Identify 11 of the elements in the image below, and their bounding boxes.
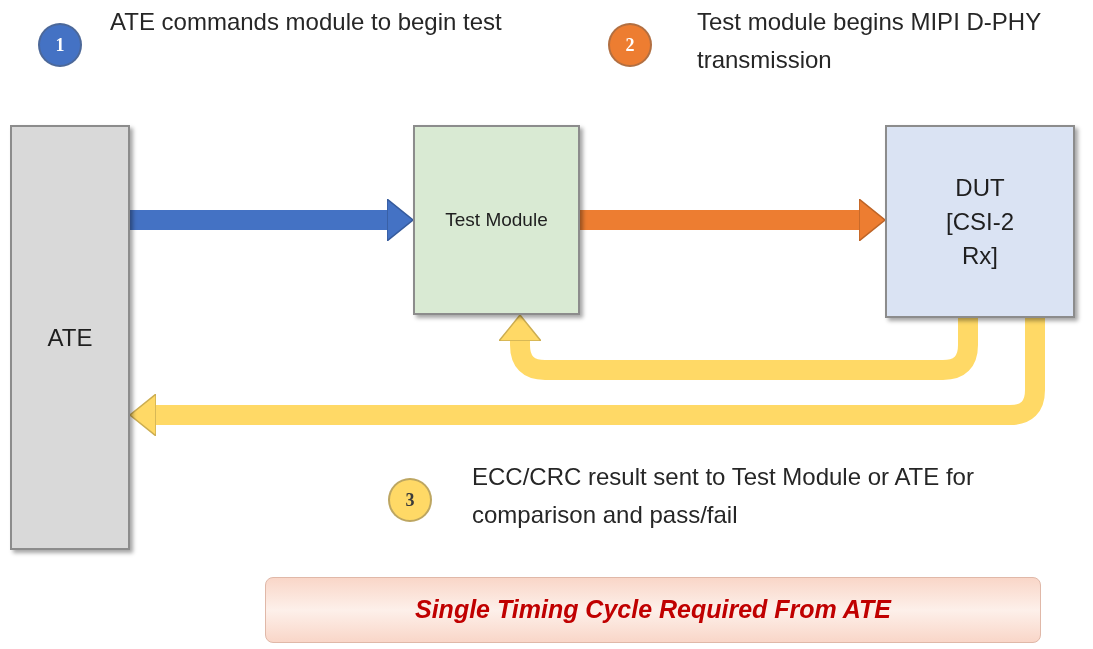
block-arrow xyxy=(580,198,886,242)
block-arrow xyxy=(130,198,414,242)
block-arrow xyxy=(129,318,1045,437)
component-box: Test Module xyxy=(413,125,580,315)
step-description: Test module begins MIPI D-PHY transmission xyxy=(697,7,1042,75)
step-description: ATE commands module to begin test xyxy=(110,7,503,37)
block-arrow xyxy=(498,314,978,380)
banner: Single Timing Cycle Required From ATE xyxy=(265,577,1041,643)
component-box: DUT [CSI-2 Rx] xyxy=(885,125,1075,318)
component-box: ATE xyxy=(10,125,130,550)
step-description: ECC/CRC result sent to Test Module or ATE for comparison and pass/fail xyxy=(472,462,975,530)
